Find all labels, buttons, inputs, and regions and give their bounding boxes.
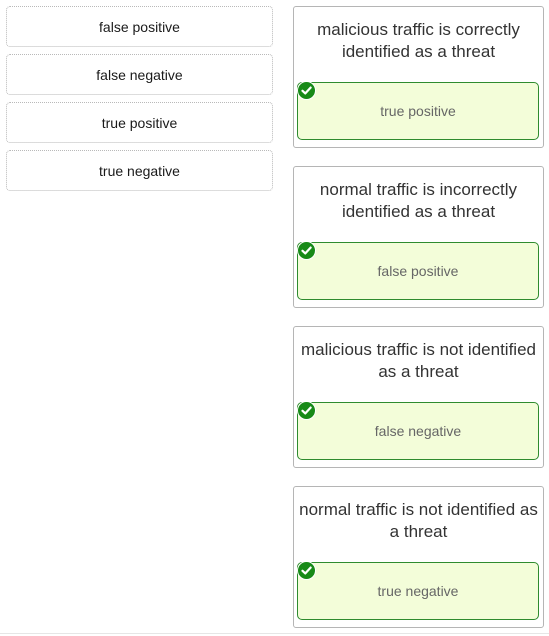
divider bbox=[0, 633, 549, 634]
check-icon bbox=[297, 561, 316, 580]
option-label: true positive bbox=[101, 114, 178, 131]
option-label: false positive bbox=[99, 18, 180, 35]
target-prompt: malicious traffic is correctly identifie… bbox=[317, 20, 520, 61]
drop-zone[interactable]: false positive bbox=[297, 241, 539, 300]
check-icon bbox=[297, 241, 316, 260]
dropped-answer: false positive bbox=[377, 263, 459, 279]
target-prompt: normal traffic is incorrectly identified… bbox=[319, 180, 518, 221]
drop-zone[interactable]: false negative bbox=[297, 401, 539, 460]
match-target-4: normal traffic is not identified as a th… bbox=[293, 486, 544, 628]
target-prompt: malicious traffic is not identified as a… bbox=[301, 340, 536, 381]
dropped-answer: true positive bbox=[380, 103, 456, 119]
option-true-negative[interactable]: true negative bbox=[6, 150, 273, 191]
drop-zone[interactable]: true positive bbox=[297, 81, 539, 140]
match-target-2: normal traffic is incorrectly identified… bbox=[293, 166, 544, 308]
drop-zone[interactable]: true negative bbox=[297, 561, 539, 620]
dropped-answer: false negative bbox=[374, 423, 462, 439]
match-target-1: malicious traffic is correctly identifie… bbox=[293, 6, 544, 148]
check-icon bbox=[297, 401, 316, 420]
option-label: false negative bbox=[96, 66, 183, 83]
target-prompt: normal traffic is not identified as a th… bbox=[299, 500, 538, 541]
option-false-negative[interactable]: false negative bbox=[6, 54, 273, 95]
dropped-answer: true negative bbox=[377, 583, 459, 599]
option-label: true negative bbox=[99, 162, 180, 179]
match-target-3: malicious traffic is not identified as a… bbox=[293, 326, 544, 468]
option-true-positive[interactable]: true positive bbox=[6, 102, 273, 143]
option-false-positive[interactable]: false positive bbox=[6, 6, 273, 47]
check-icon bbox=[297, 81, 316, 100]
